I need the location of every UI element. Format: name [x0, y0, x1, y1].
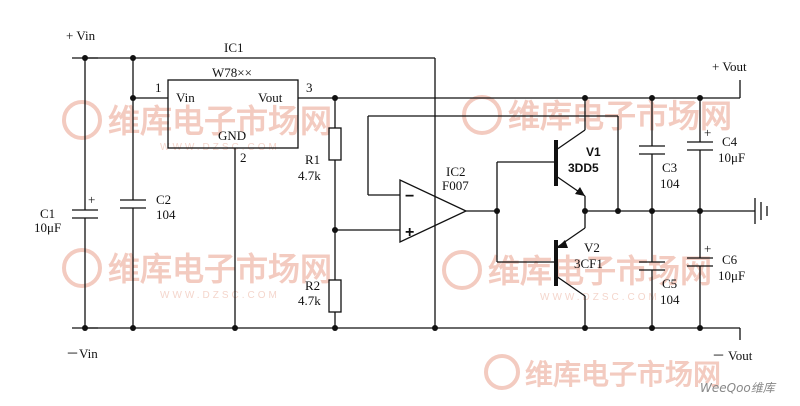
c3-label: C3: [662, 160, 677, 175]
resistor-r1: [328, 98, 342, 280]
watermark-logo-icon: [462, 95, 502, 135]
ic2-part-label: F007: [442, 178, 469, 193]
capacitor-c6: +: [687, 211, 713, 328]
r1-value: 4.7k: [298, 168, 321, 183]
capacitor-c5: [639, 211, 665, 328]
transistor-v2: [554, 211, 586, 328]
opamp-inverting-sign: −: [405, 188, 414, 205]
c5-label: C5: [662, 276, 677, 291]
watermark-logo-icon: [62, 248, 102, 288]
watermark-url: WWW.DZSC.COM: [540, 292, 660, 303]
c4-polarity: +: [704, 125, 711, 140]
pin-3-label: 3: [306, 80, 313, 95]
ic2-label: IC2: [446, 164, 466, 179]
watermark-logo-icon: [442, 250, 482, 290]
watermark-logo-icon: [484, 354, 520, 390]
vin-negative-label: －Vin: [66, 346, 98, 361]
c1-polarity: +: [88, 192, 95, 207]
vin-positive-label: + Vin: [66, 28, 96, 43]
capacitor-c4: +: [687, 98, 713, 211]
watermark-text: 维库电子市场网: [488, 252, 712, 290]
v1-label: V1: [586, 145, 601, 159]
watermark-logo-icon: [62, 100, 102, 140]
labels: + Vin －Vin + Vout － Vout IC1 W78×× Vin V…: [34, 28, 753, 363]
vout-positive-label: + Vout: [712, 59, 747, 74]
capacitor-c2: [120, 58, 168, 328]
ground-rail: [72, 325, 741, 340]
c4-label: C4: [722, 134, 738, 149]
c6-label: C6: [722, 252, 738, 267]
v2-part-label: 3CF1: [574, 256, 603, 271]
ic1-label: IC1: [224, 40, 244, 55]
opamp-noninverting-sign: +: [405, 224, 414, 241]
c1-value: 10μF: [34, 220, 61, 235]
ic1-part-label: W78××: [212, 65, 252, 80]
capacitor-c1: +: [72, 58, 98, 328]
r2-value: 4.7k: [298, 293, 321, 308]
ic1-vin-pin-label: Vin: [176, 90, 195, 105]
c2-label: C2: [156, 192, 171, 207]
watermark-group: 维库电子市场网 WWW.DZSC.COM 维库电子市场网 维库电子市场网 WWW…: [62, 95, 732, 391]
opamp-ic2: − +: [367, 115, 621, 244]
v2-label: V2: [584, 240, 600, 255]
r2-label: R2: [305, 278, 320, 293]
pin-2-label: 2: [240, 150, 247, 165]
watermark-text: 维库电子市场网: [108, 102, 332, 140]
resistor-r2: [328, 227, 400, 328]
base-drive: [496, 161, 556, 263]
r1-label: R1: [305, 152, 320, 167]
watermark-url: WWW.DZSC.COM: [160, 290, 280, 301]
c5-value: 104: [660, 292, 680, 307]
ground-icon: [754, 198, 768, 224]
pin-1-label: 1: [155, 80, 162, 95]
midpoint-node: [582, 208, 755, 214]
ic1-gnd-pin-label: GND: [218, 128, 246, 143]
site-credit: WeeQoo维库: [700, 381, 777, 395]
watermark-text: 维库电子市场网: [108, 250, 332, 288]
transistor-v1: [554, 95, 588, 211]
c1-label: C1: [40, 206, 55, 221]
vout-negative-label: － Vout: [712, 348, 753, 363]
watermark-text: 维库电子市场网: [525, 358, 721, 391]
c4-value: 10μF: [718, 150, 745, 165]
v1-part-label: 3DD5: [568, 161, 599, 175]
c6-value: 10μF: [718, 268, 745, 283]
ic1-vout-pin-label: Vout: [258, 90, 283, 105]
capacitor-c3: [639, 98, 665, 211]
c3-value: 104: [660, 176, 680, 191]
c2-value: 104: [156, 207, 176, 222]
c6-polarity: +: [704, 241, 711, 256]
regulator-ic1: [167, 79, 741, 328]
